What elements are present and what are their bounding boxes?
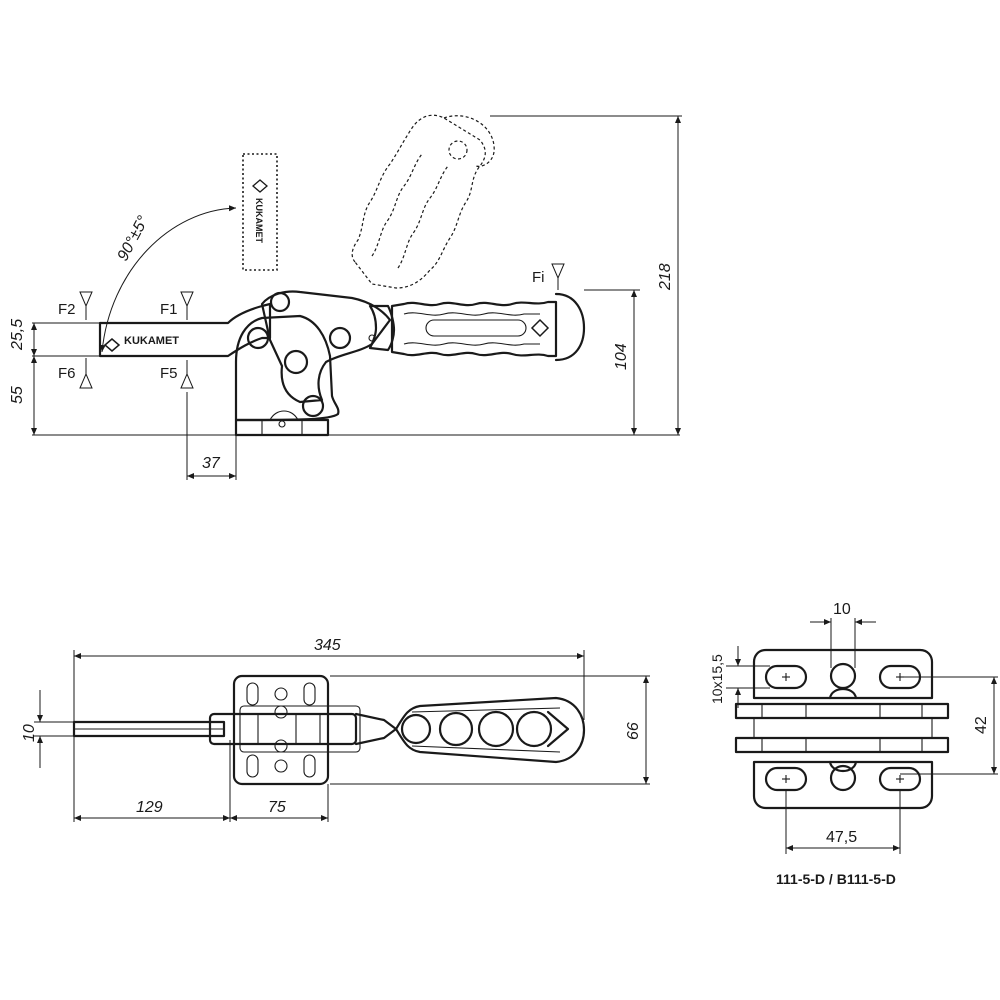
side-view: KUKAMET — [9, 114, 682, 480]
handle-shaft — [368, 304, 396, 352]
force-label-f5: F5 — [160, 365, 178, 382]
body-inner-arc — [269, 410, 299, 421]
top-base-plate — [232, 674, 330, 786]
dim-hole-spacing: 47,5 — [826, 829, 857, 846]
model-code: 111-5-D / B111-5-D — [776, 871, 896, 887]
top-view-dimensions: 345 10 129 75 66 — [21, 637, 650, 822]
arm-brand-logo: KUKAMET — [103, 335, 179, 352]
swing-angle-arc — [99, 205, 237, 353]
handle-open-position — [351, 114, 495, 289]
dim-handle-width: 66 — [625, 722, 642, 740]
dim-arm-height: 25,5 — [9, 319, 26, 351]
dim-base-length: 75 — [268, 799, 286, 816]
dim-base-height: 55 — [9, 386, 26, 404]
swing-angle-label: 90°±5° — [115, 213, 153, 264]
dim-arm-width: 10 — [21, 724, 38, 742]
base-view: 10 10x15,5 42 47,5 111-5-D / B111-5-D — [709, 601, 998, 887]
top-view: 345 10 129 75 66 — [21, 637, 650, 822]
force-label-fi: Fi — [532, 269, 545, 286]
dim-total-length: 345 — [314, 637, 341, 654]
arm-open-position: KUKAMET — [242, 153, 278, 271]
dim-offset: 37 — [202, 455, 221, 472]
dim-handle-height: 104 — [613, 343, 630, 370]
top-mechanism — [208, 705, 398, 753]
top-handle — [394, 696, 586, 764]
dim-total-height: 218 — [657, 263, 674, 291]
force-label-f1: F1 — [160, 301, 178, 318]
dim-arm-length: 129 — [136, 799, 163, 816]
base-view-dimensions: 10 10x15,5 42 47,5 — [709, 601, 998, 854]
pivot-pins — [246, 291, 376, 428]
lever-plate — [260, 290, 392, 404]
handle-grip — [390, 292, 586, 362]
force-arrows: F2 F1 F6 F5 Fi — [58, 263, 565, 389]
force-label-f6: F6 — [58, 365, 76, 382]
open-arm-brand-text: KUKAMET — [254, 198, 264, 243]
mounting-plate — [752, 648, 934, 810]
dim-slot: 10x15,5 — [709, 654, 725, 704]
top-arm — [72, 720, 226, 738]
force-label-f2: F2 — [58, 301, 76, 318]
base-mechanism — [734, 687, 950, 773]
side-view-dimensions: 25,5 55 104 218 37 — [9, 115, 682, 480]
arm-brand-text: KUKAMET — [124, 335, 179, 347]
dim-base-height-42: 42 — [973, 716, 990, 734]
clamp-body — [234, 314, 340, 422]
dim-gap: 10 — [833, 601, 851, 618]
